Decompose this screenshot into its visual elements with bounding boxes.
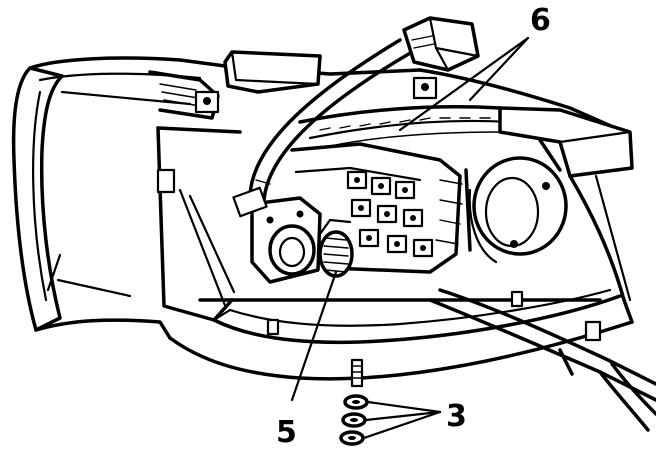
housing-left-shell [11, 66, 172, 340]
stud-and-washers [339, 358, 369, 446]
top-plug-connector [402, 16, 480, 72]
top-mounting-box [223, 50, 322, 94]
callout-3-label: 3 [446, 399, 467, 434]
left-bracket [148, 70, 220, 120]
callout-5-label: 5 [276, 415, 297, 450]
housing-front-wall [156, 126, 242, 322]
housing-bottom-rim [168, 288, 634, 381]
cable-tube [232, 38, 414, 218]
bulb-socket-large [464, 156, 568, 264]
bulb-holder-small [250, 196, 322, 284]
connector-cluster [290, 142, 463, 274]
external-cable [428, 288, 656, 432]
leader-lines [290, 36, 530, 440]
right-top-block [498, 106, 634, 178]
adjuster-screw [318, 218, 354, 278]
wiring-channel-upper [298, 105, 562, 147]
housing-right-side [538, 138, 634, 324]
callout-6-label: 6 [530, 3, 551, 38]
right-bracket [412, 76, 438, 100]
